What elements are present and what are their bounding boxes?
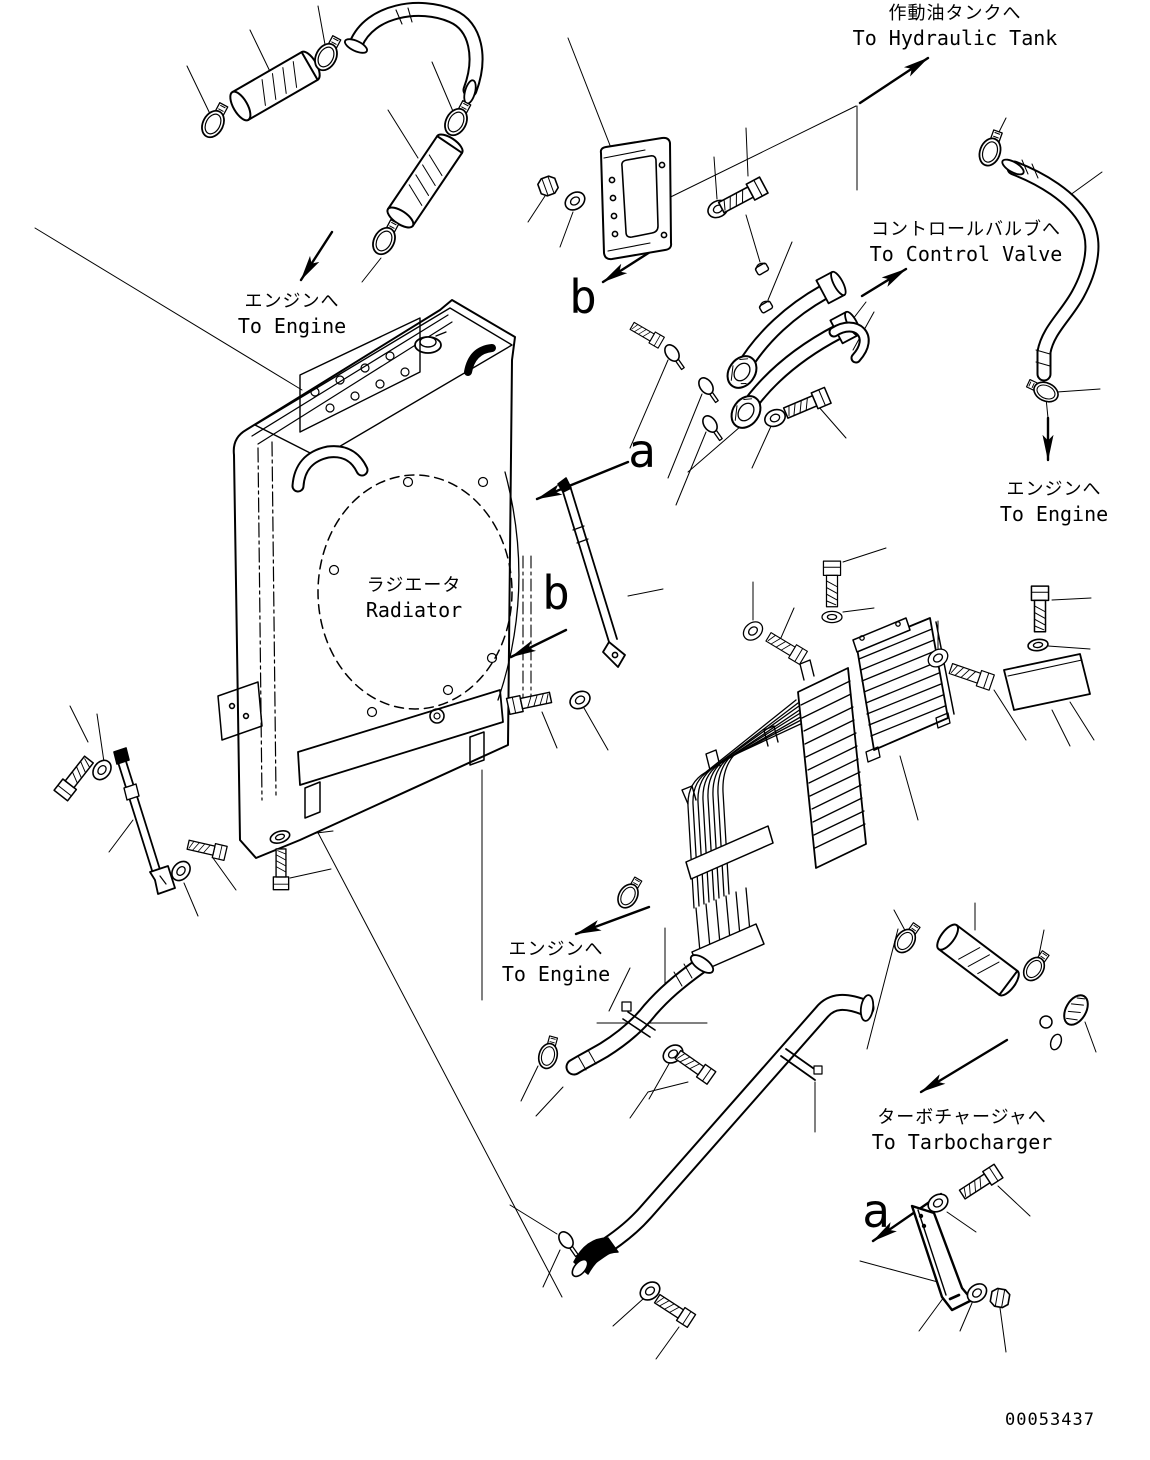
hose-clamp-icon xyxy=(1018,946,1054,986)
bolt-icon xyxy=(505,688,553,716)
top-left-hose-group xyxy=(196,1,484,259)
callout-hydraulic-tank: 作動油タンクへ To Hydraulic Tank xyxy=(853,2,1058,51)
callout-engine-top-left-en: To Engine xyxy=(237,314,347,339)
bottom-right-bracket xyxy=(910,1163,1012,1312)
hose-clamp-icon xyxy=(889,918,925,958)
washer-icon xyxy=(561,187,589,215)
view-letter-a-lower: a xyxy=(862,1184,890,1238)
small-cover-plate xyxy=(1003,585,1091,711)
callout-engine-top-left-ja: エンジンへ xyxy=(244,291,340,312)
callout-engine-bottom-ja: エンジンへ xyxy=(508,939,604,960)
wire-clip-icon xyxy=(758,300,774,314)
top-right-hose xyxy=(974,127,1100,407)
mounting-bracket-plate xyxy=(535,136,769,261)
washer-icon xyxy=(566,687,594,713)
fin-plate-cooler xyxy=(739,560,996,763)
radiator-drawing xyxy=(217,299,532,859)
washer-icon xyxy=(1026,637,1050,653)
callout-radiator: ラジエータ Radiator xyxy=(366,574,462,623)
control-valve-pipes xyxy=(628,262,870,444)
nut-icon xyxy=(535,173,561,199)
hose-clamp-icon xyxy=(613,873,647,913)
drawing-number: 00053437 xyxy=(1005,1410,1095,1430)
oil-cooler-bundle xyxy=(681,659,867,973)
callout-turbocharger-ja: ターボチャージャへ xyxy=(877,1107,1047,1128)
washer-icon xyxy=(739,617,767,645)
view-letter-a-upper: a xyxy=(628,424,656,478)
bolt-icon xyxy=(716,176,769,217)
bolt-icon xyxy=(53,753,97,802)
bolt-icon xyxy=(1030,585,1050,633)
view-letter-b-lower: b xyxy=(542,566,570,620)
bolt-icon xyxy=(763,629,809,666)
callout-hydraulic-tank-ja: 作動油タンクへ xyxy=(888,3,1022,24)
hose-clamp-icon xyxy=(309,31,347,75)
bottom-center-hose xyxy=(535,873,717,1085)
bolt-icon xyxy=(652,1291,697,1329)
callout-engine-bottom-en: To Engine xyxy=(501,962,611,987)
washer-icon xyxy=(821,610,843,624)
callout-radiator-en: Radiator xyxy=(365,598,463,623)
turbo-hose-group xyxy=(889,918,1089,1051)
callout-engine-right-en: To Engine xyxy=(999,502,1109,527)
bolt-icon xyxy=(185,837,228,862)
lower-left-stay-group xyxy=(53,687,594,895)
bolt-icon xyxy=(672,1047,717,1085)
callout-engine-top-left: エンジンへ To Engine xyxy=(238,290,346,339)
bolt-icon xyxy=(947,660,996,691)
callout-turbocharger-en: To Tarbocharger xyxy=(871,1130,1053,1155)
callout-control-valve-ja: コントロールバルブへ xyxy=(871,219,1061,240)
upper-stay-rod xyxy=(557,477,626,668)
callout-engine-right: エンジンへ To Engine xyxy=(1000,478,1108,527)
callout-engine-bottom: エンジンへ To Engine xyxy=(502,938,610,987)
hose-clamp-icon xyxy=(367,215,405,259)
turbocharger-pipe xyxy=(555,994,875,1329)
callout-radiator-ja: ラジエータ xyxy=(366,575,462,596)
view-letter-b-upper: b xyxy=(569,270,597,324)
plug-icon xyxy=(661,341,689,373)
hose-clamp-icon xyxy=(535,1033,563,1072)
callout-hydraulic-tank-en: To Hydraulic Tank xyxy=(852,26,1058,51)
wire-clip-icon xyxy=(754,262,770,276)
bolt-icon xyxy=(957,1163,1004,1203)
hose-clamp-icon xyxy=(196,98,234,142)
hose-clamp-icon xyxy=(439,96,477,140)
callout-turbocharger: ターボチャージャへ To Tarbocharger xyxy=(872,1106,1053,1155)
plug-icon xyxy=(555,1228,583,1260)
callout-control-valve-en: To Control Valve xyxy=(869,242,1063,267)
bolt-icon xyxy=(628,319,665,349)
washer-icon xyxy=(88,756,116,784)
nut-icon xyxy=(988,1286,1012,1310)
bolt-icon xyxy=(272,848,290,891)
bolt-icon xyxy=(781,386,832,422)
callout-engine-right-ja: エンジンへ xyxy=(1006,479,1102,500)
callout-control-valve: コントロールバルブへ To Control Valve xyxy=(870,218,1063,267)
bolt-icon xyxy=(822,560,842,608)
